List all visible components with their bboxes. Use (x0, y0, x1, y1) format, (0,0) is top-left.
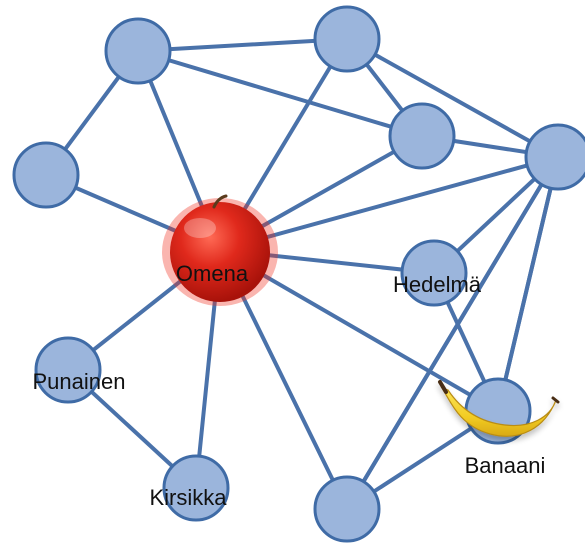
node-top-left (104, 17, 172, 85)
label-banaani: Banaani (465, 453, 546, 478)
label-kirsikka: Kirsikka (149, 485, 227, 510)
apple-icon (162, 194, 278, 306)
edge (218, 155, 560, 252)
edge (496, 155, 560, 413)
node-hedelma (400, 239, 468, 307)
banana-icon (438, 380, 560, 437)
node-top-center (313, 5, 381, 73)
edge (345, 37, 560, 159)
node-upper-mid (388, 102, 456, 170)
edge (345, 155, 560, 511)
node-kirsikka (162, 454, 230, 522)
label-hedelma: Hedelmä (393, 272, 482, 297)
node-right (524, 123, 585, 191)
node-punainen (34, 336, 102, 404)
label-omena: Omena (176, 261, 249, 286)
edge (218, 248, 500, 413)
edge (136, 37, 349, 53)
label-punainen: Punainen (33, 369, 126, 394)
node-bottom (313, 475, 381, 543)
node-left (12, 141, 80, 209)
edge (136, 49, 424, 138)
